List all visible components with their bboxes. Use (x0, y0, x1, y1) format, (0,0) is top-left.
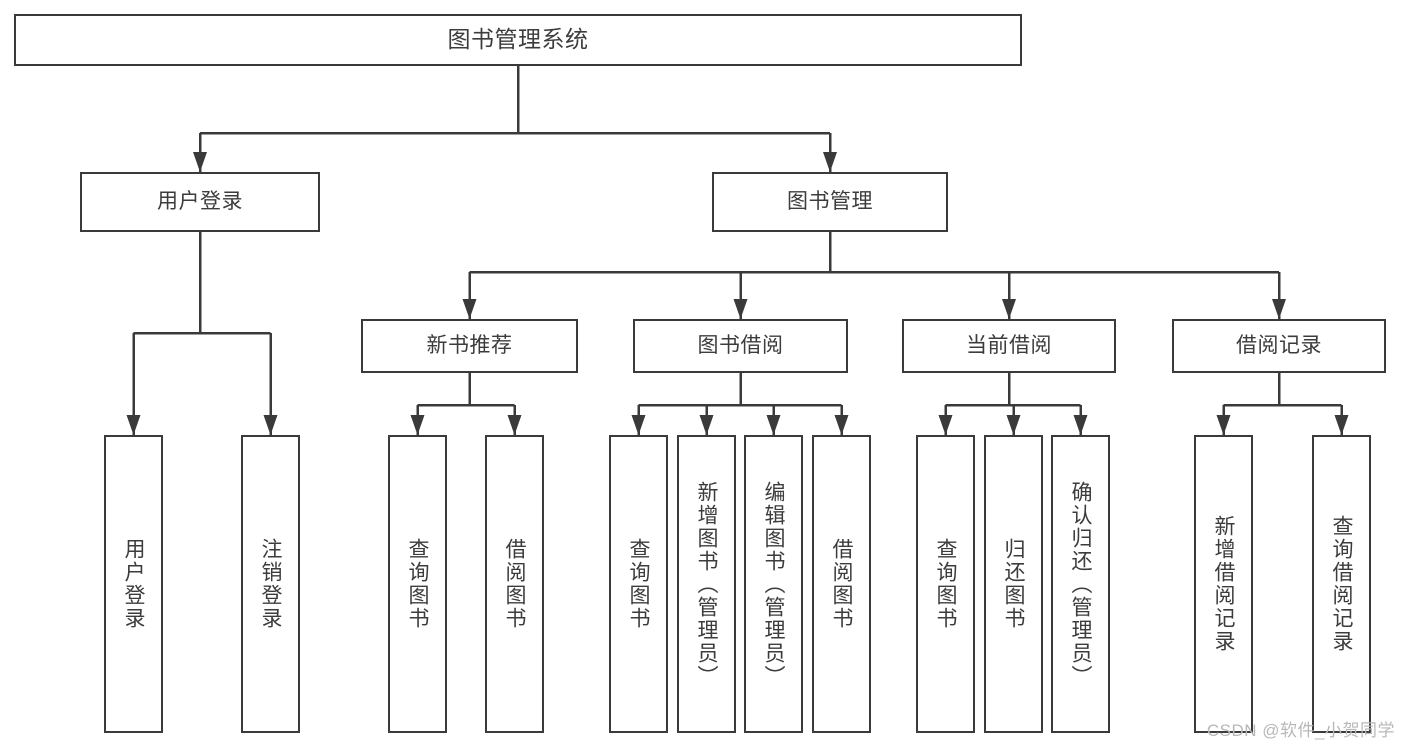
node-leaf-query-book-new: 查询图书 (388, 435, 447, 733)
node-label-bookmgmt: 图书管理 (787, 189, 873, 213)
node-label-borrow: 图书借阅 (697, 333, 784, 357)
arrowhead-leaf-query-book-current (938, 415, 953, 435)
node-leaf-borrow-book-new: 借阅图书 (485, 435, 544, 733)
node-leaf-add-book: 新增图书（管理员） (677, 435, 736, 733)
node-label-login: 用户登录 (157, 189, 243, 213)
node-login: 用户登录 (80, 172, 320, 232)
arrowhead-leaf-user-login (126, 415, 141, 435)
node-leaf-query-record: 查询借阅记录 (1312, 435, 1371, 733)
node-label-leaf-borrow-book-new: 借阅图书 (503, 538, 526, 630)
node-current: 当前借阅 (902, 319, 1116, 373)
node-label-leaf-query-book-borrow: 查询图书 (627, 538, 650, 630)
arrowhead-leaf-query-record (1334, 415, 1349, 435)
node-borrow: 图书借阅 (633, 319, 848, 373)
node-leaf-borrow-book: 借阅图书 (812, 435, 871, 733)
node-label-leaf-edit-book: 编辑图书（管理员） (762, 480, 785, 688)
arrowhead-leaf-add-record (1216, 415, 1231, 435)
node-label-leaf-return-book: 归还图书 (1002, 538, 1025, 630)
node-leaf-edit-book: 编辑图书（管理员） (744, 435, 803, 733)
arrowhead-leaf-query-book-borrow (631, 415, 646, 435)
node-leaf-confirm-return: 确认归还（管理员） (1051, 435, 1110, 733)
node-records: 借阅记录 (1172, 319, 1386, 373)
arrowhead-current (1002, 299, 1016, 319)
node-label-current: 当前借阅 (966, 333, 1052, 357)
arrowhead-login (193, 152, 207, 172)
node-leaf-query-book-borrow: 查询图书 (609, 435, 668, 733)
arrowhead-newbook (462, 299, 477, 319)
node-label-leaf-user-logout: 注销登录 (259, 538, 282, 630)
node-label-records: 借阅记录 (1236, 333, 1322, 357)
node-label-leaf-confirm-return: 确认归还（管理员） (1069, 480, 1092, 688)
arrowhead-leaf-add-book (699, 415, 714, 435)
node-newbook: 新书推荐 (361, 319, 578, 373)
node-label-leaf-borrow-book: 借阅图书 (830, 538, 853, 630)
arrowhead-borrow (733, 299, 748, 319)
node-leaf-add-record: 新增借阅记录 (1194, 435, 1253, 733)
node-label-root: 图书管理系统 (447, 26, 589, 53)
node-leaf-query-book-current: 查询图书 (916, 435, 975, 733)
node-leaf-user-logout: 注销登录 (241, 435, 300, 733)
node-label-leaf-query-book-current: 查询图书 (934, 538, 957, 630)
arrowhead-leaf-return-book (1006, 415, 1021, 435)
arrowhead-leaf-confirm-return (1073, 415, 1088, 435)
arrowhead-bookmgmt (823, 152, 837, 172)
node-label-leaf-add-book: 新增图书（管理员） (695, 480, 718, 688)
arrowhead-leaf-edit-book (766, 415, 781, 435)
node-label-leaf-user-login: 用户登录 (122, 538, 145, 630)
arrowhead-leaf-borrow-book-new (507, 415, 522, 435)
arrowhead-leaf-query-book-new (410, 415, 425, 435)
node-root: 图书管理系统 (14, 14, 1022, 66)
arrowhead-leaf-user-logout (263, 415, 278, 435)
node-label-leaf-add-record: 新增借阅记录 (1212, 515, 1235, 653)
node-leaf-return-book: 归还图书 (984, 435, 1043, 733)
node-bookmgmt: 图书管理 (712, 172, 948, 232)
arrowhead-records (1272, 299, 1286, 319)
node-label-leaf-query-record: 查询借阅记录 (1330, 515, 1353, 653)
node-leaf-user-login: 用户登录 (104, 435, 163, 733)
arrowhead-leaf-borrow-book (834, 415, 849, 435)
node-label-newbook: 新书推荐 (426, 333, 513, 357)
node-label-leaf-query-book-new: 查询图书 (406, 538, 429, 630)
